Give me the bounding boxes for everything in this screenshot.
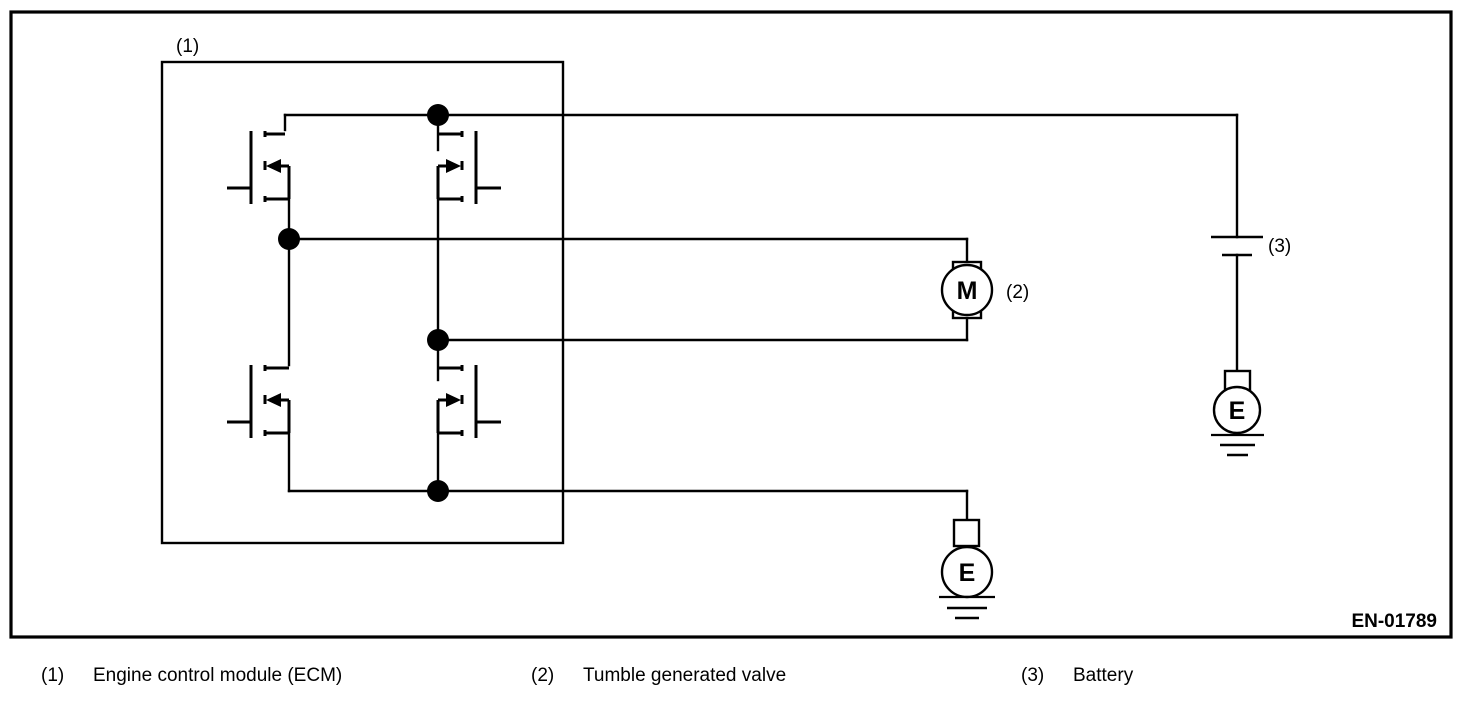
legend-item-3-label: Battery (1073, 665, 1134, 686)
ground-center-letter: E (959, 559, 976, 587)
junction-dot-left (278, 228, 300, 250)
diagram-code-label: EN-01789 (1351, 611, 1437, 632)
battery-symbol (1211, 235, 1263, 257)
legend-item-2-number: (2) (531, 665, 555, 686)
legend-item-3-number: (3) (1021, 665, 1045, 686)
ground-center: E (939, 518, 995, 620)
transistor-q2-upper-right (436, 131, 501, 204)
legend-item-2-label: Tumble generated valve (583, 665, 787, 686)
junction-dot-bottom (427, 480, 449, 502)
callout-1-label: (1) (176, 36, 199, 57)
legend-item-1-label: Engine control module (ECM) (93, 665, 343, 686)
callout-3-label: (3) (1268, 236, 1291, 257)
legend-item-2: (2) Tumble generated valve (531, 665, 1021, 687)
legend: (1) Engine control module (ECM) (2) Tumb… (11, 665, 1451, 687)
junction-dot-center (427, 329, 449, 351)
callout-2-label: (2) (1006, 282, 1029, 303)
legend-item-3: (3) Battery (1021, 665, 1441, 687)
ecm-box (160, 60, 565, 545)
motor-letter: M (957, 277, 978, 305)
transistor-q3-lower-left (227, 365, 291, 438)
legend-item-1-number: (1) (41, 665, 65, 686)
diagram-frame (9, 10, 1453, 639)
legend-item-1: (1) Engine control module (ECM) (11, 665, 531, 687)
ground-right: E (1211, 369, 1264, 457)
junction-dot-top (427, 104, 449, 126)
motor-symbol: M (940, 260, 994, 320)
ground-right-letter: E (1229, 397, 1246, 425)
transistor-q4-lower-right (436, 365, 501, 438)
transistor-q1-upper-left (227, 131, 291, 204)
